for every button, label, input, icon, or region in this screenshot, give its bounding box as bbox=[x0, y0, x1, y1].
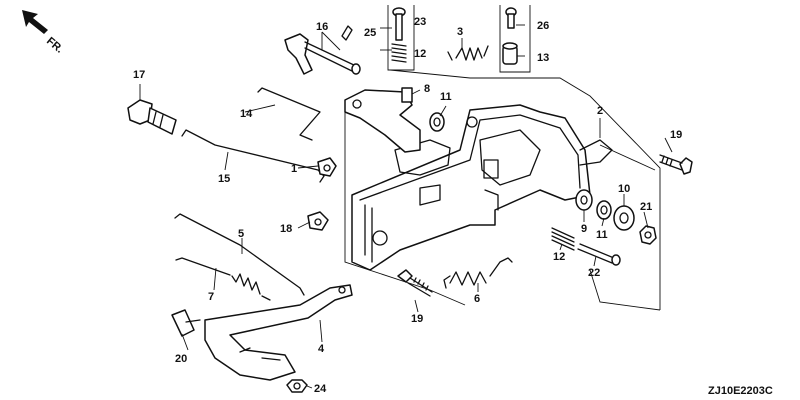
callout-9: 9 bbox=[581, 223, 587, 235]
callout-3: 3 bbox=[457, 26, 463, 38]
front-direction-arrow-icon bbox=[22, 10, 48, 34]
bolt-22 bbox=[577, 243, 621, 266]
callout-19-lower: 19 bbox=[411, 313, 423, 325]
callout-13: 13 bbox=[537, 52, 549, 64]
collar-13 bbox=[502, 42, 518, 65]
screw-26 bbox=[505, 7, 517, 29]
control-lever bbox=[284, 33, 361, 75]
washer-11-top bbox=[429, 112, 445, 132]
rod-14 bbox=[257, 87, 321, 141]
callout-6: 6 bbox=[474, 293, 480, 305]
nut-21 bbox=[639, 225, 657, 245]
leader-lines bbox=[139, 24, 673, 389]
choke-knob-17 bbox=[127, 99, 177, 135]
callout-7: 7 bbox=[208, 291, 214, 303]
washer-11-right bbox=[596, 200, 612, 220]
callout-2: 2 bbox=[597, 105, 603, 117]
callout-12-right: 12 bbox=[553, 251, 565, 263]
callout-10: 10 bbox=[618, 183, 630, 195]
rod-clip-18 bbox=[307, 211, 329, 231]
rod-5 bbox=[174, 213, 305, 296]
friction-washer-10 bbox=[613, 205, 635, 231]
main-control-bracket bbox=[351, 104, 613, 271]
bolt-19-lower bbox=[397, 269, 433, 297]
washer-9 bbox=[575, 189, 593, 211]
reference-frames bbox=[344, 5, 661, 311]
callout-22: 22 bbox=[588, 267, 600, 279]
top-spring-12 bbox=[391, 43, 407, 63]
top-bolt-23 bbox=[392, 7, 406, 41]
spring-12-right bbox=[551, 227, 575, 251]
callout-11-top: 11 bbox=[440, 91, 452, 103]
return-spring-3 bbox=[447, 45, 489, 61]
callout-11-right: 11 bbox=[596, 229, 608, 241]
callout-20: 20 bbox=[175, 353, 187, 365]
callout-1: 1 bbox=[291, 163, 297, 175]
rod-15 bbox=[181, 129, 325, 183]
callout-25: 25 bbox=[364, 27, 376, 39]
callout-17: 17 bbox=[133, 69, 145, 81]
callout-8: 8 bbox=[424, 83, 430, 95]
callout-24: 24 bbox=[314, 383, 327, 395]
callout-5: 5 bbox=[238, 228, 244, 240]
spring-rod-7 bbox=[175, 257, 271, 301]
callout-18: 18 bbox=[280, 223, 292, 235]
callout-labels: 16 25 23 12 3 26 13 8 11 2 19 17 14 15 1… bbox=[133, 16, 682, 395]
stopper-tab-20 bbox=[171, 309, 201, 337]
bolt-19-right bbox=[659, 154, 693, 175]
callout-23: 23 bbox=[414, 16, 426, 28]
rod-clip-1 bbox=[317, 157, 337, 177]
callout-4: 4 bbox=[318, 343, 325, 355]
lever-clip bbox=[341, 25, 353, 41]
nut-24 bbox=[286, 379, 308, 393]
callout-16: 16 bbox=[316, 21, 328, 33]
callout-14: 14 bbox=[240, 108, 253, 120]
front-direction-label: FR. bbox=[44, 35, 65, 56]
callout-12-top: 12 bbox=[414, 48, 426, 60]
callout-19-right: 19 bbox=[670, 129, 682, 141]
callout-15: 15 bbox=[218, 173, 230, 185]
diagram-code: ZJ10E2203C bbox=[708, 385, 773, 397]
throttle-lever-4 bbox=[204, 284, 353, 381]
callout-21: 21 bbox=[640, 201, 652, 213]
spring-6 bbox=[443, 257, 513, 289]
callout-26: 26 bbox=[537, 20, 549, 32]
governor-arm-plate bbox=[344, 87, 421, 153]
